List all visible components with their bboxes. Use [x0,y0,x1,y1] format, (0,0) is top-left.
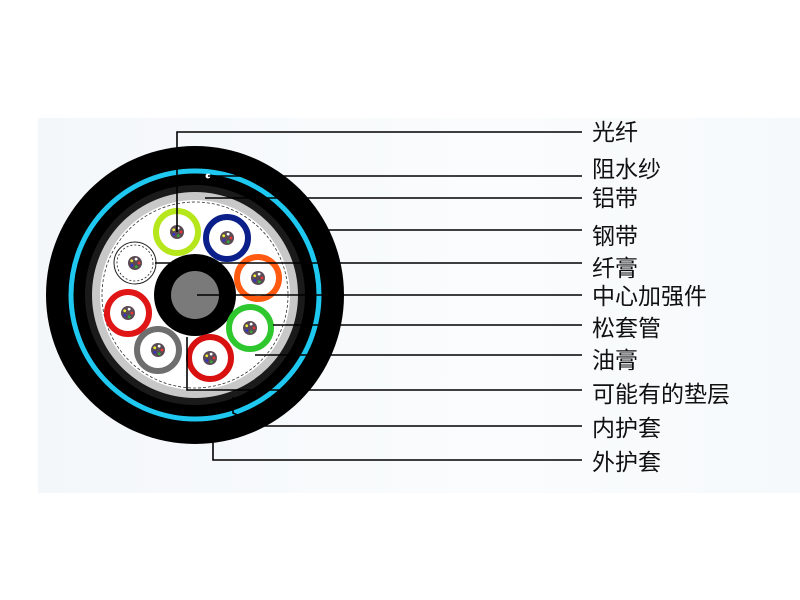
fiber-dot [123,313,127,317]
fiber-dot [229,236,233,240]
label-9: 内护套 [592,416,661,442]
fiber-dot [153,346,157,350]
loose-tube-green [226,304,274,352]
fiber-dot [249,330,253,334]
fiber-dot [209,352,213,356]
label-6: 松套管 [592,316,661,342]
label-5: 中心加强件 [592,284,707,310]
label-1: 阻水纱 [592,157,661,183]
fiber-dot [130,259,134,263]
label-0: 光纤 [592,120,638,146]
fiber-dot [209,360,213,364]
label-2: 铝带 [592,186,638,212]
fiber-dot [172,232,176,236]
loose-tube-gray [134,326,182,374]
fiber-dot [134,257,138,261]
center-strength-member [171,271,219,319]
fiber-dot [222,234,226,238]
fiber-dot [260,276,264,280]
leader-line [232,397,582,427]
fiber-dot [252,326,256,330]
loose-tube-white [113,241,157,285]
fiber-dot [130,263,134,267]
label-8: 可能有的垫层 [592,382,730,408]
loose-tube-orange [234,254,282,302]
fiber-dot [257,280,261,284]
fiber-dot [226,232,230,236]
fiber-dot [160,348,164,352]
fiber-dot [205,358,209,362]
fiber-dot [127,307,131,311]
fiber-dot [172,228,176,232]
fiber-dot [222,238,226,242]
fiber-dot [245,328,249,332]
fiber-dot [257,272,261,276]
fiber-dot [179,230,183,234]
loose-tube-inner-ring [116,244,154,282]
fiber-dot [134,265,138,269]
loose-tube-blue [203,214,251,262]
label-3: 钢带 [592,224,638,250]
label-4: 纤膏 [592,256,638,282]
leader-line [212,440,582,461]
fiber-dot [157,352,161,356]
label-10: 外护套 [592,450,661,476]
fiber-dot [205,354,209,358]
loose-tube-red [104,289,152,337]
fiber-dot [157,344,161,348]
fiber-dot [245,324,249,328]
loose-tube-red [186,334,234,382]
fiber-dot [253,274,257,278]
fiber-dot [123,309,127,313]
fiber-dot [127,315,131,319]
label-7: 油膏 [592,348,638,374]
fiber-dot [226,240,230,244]
fiber-dot [249,322,253,326]
fiber-dot [253,278,257,282]
fiber-dot [130,311,134,315]
fiber-dot [176,234,180,238]
leader-line [186,337,582,391]
fiber-dot [137,261,141,265]
fiber-dot [212,356,216,360]
fiber-dot [153,350,157,354]
leader-line [176,131,582,232]
